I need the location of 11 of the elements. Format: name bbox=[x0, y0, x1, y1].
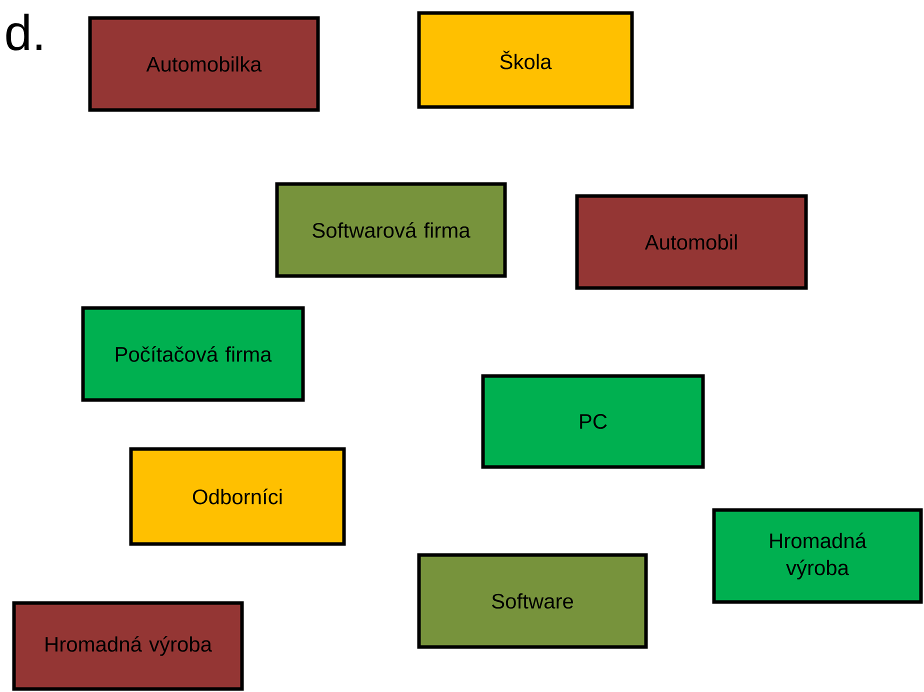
box: Automobil bbox=[575, 194, 808, 290]
box: Softwarová firma bbox=[275, 182, 507, 278]
box: Software bbox=[417, 553, 648, 649]
box: Automobilka bbox=[88, 16, 320, 112]
box: Hromadná výroba bbox=[712, 508, 923, 604]
heading-fragment: d. bbox=[6, 14, 42, 50]
box: PC bbox=[481, 374, 705, 469]
box: Odborníci bbox=[129, 447, 346, 546]
box: Škola bbox=[417, 11, 634, 109]
box: Počítačová firma bbox=[81, 306, 305, 402]
box: Hromadná výroba bbox=[12, 601, 244, 691]
